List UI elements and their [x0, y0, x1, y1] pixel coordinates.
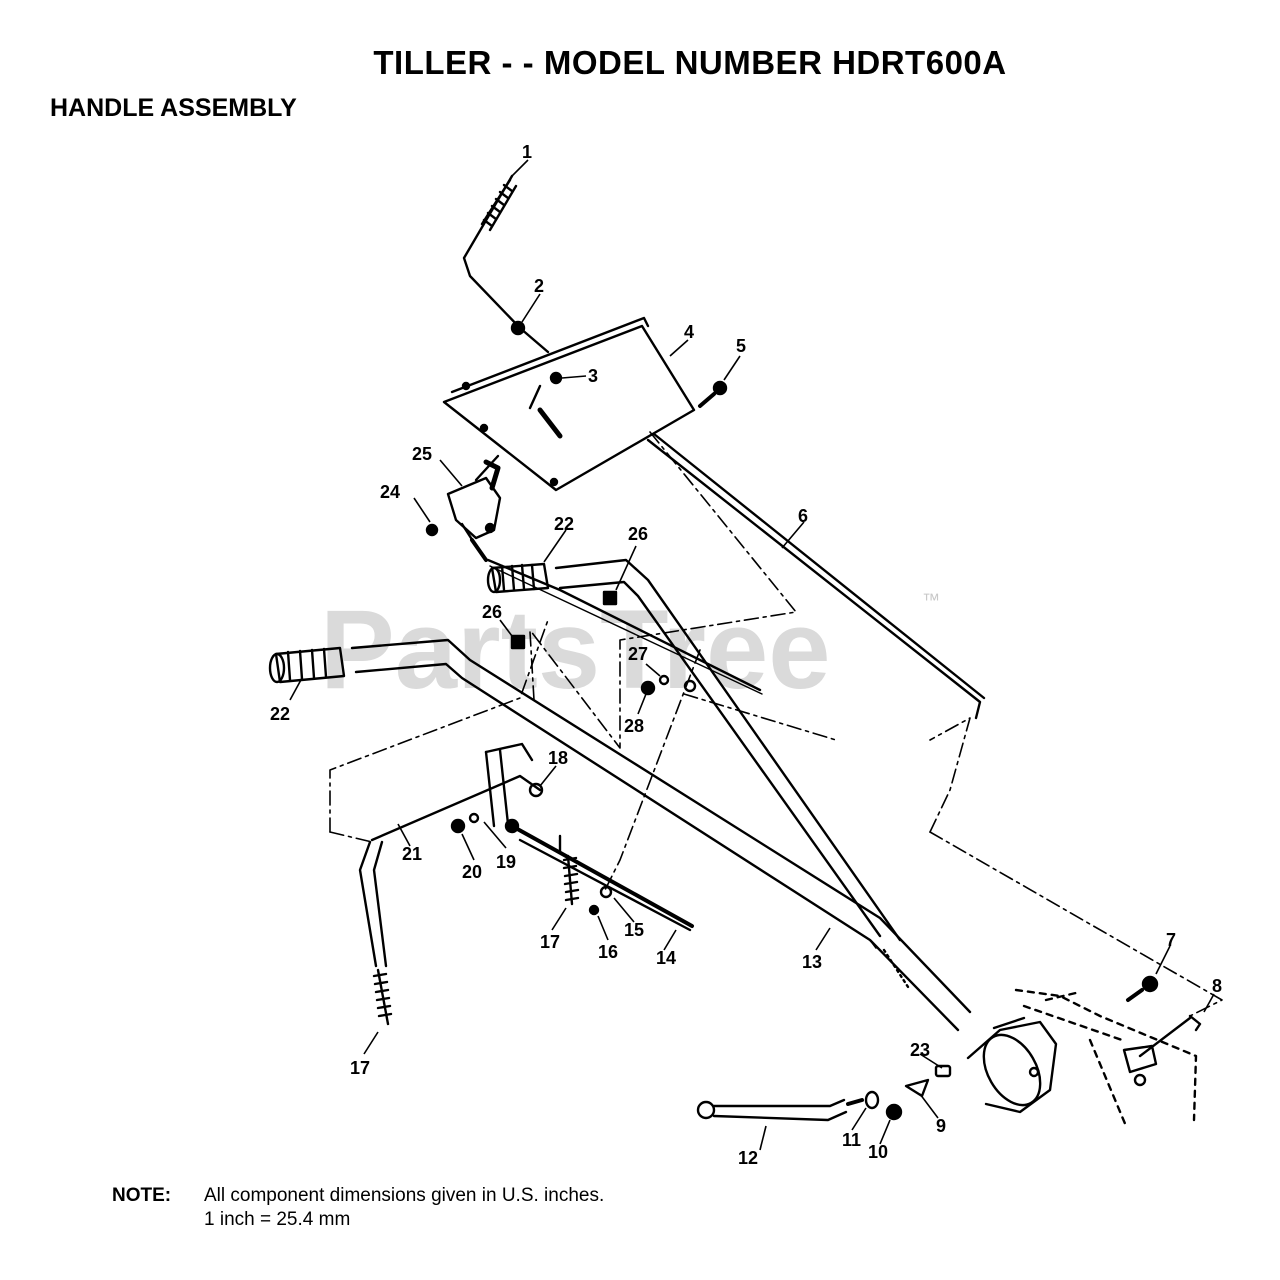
callout-26-upper: 26	[628, 524, 648, 544]
callout-13: 13	[802, 952, 822, 972]
rod-nut	[510, 320, 526, 336]
callout-11: 11	[842, 1130, 861, 1150]
lower-grip	[268, 646, 346, 684]
washer	[658, 674, 697, 693]
handle-bracket	[966, 1016, 1058, 1114]
bracket-pin	[1138, 1014, 1202, 1058]
callout-9: 9	[936, 1116, 946, 1136]
control-panel	[442, 316, 696, 492]
diagram-title: TILLER - - MODEL NUMBER HDRT600A	[373, 44, 1007, 81]
callout-22-lower: 22	[270, 704, 290, 724]
callout-12: 12	[738, 1148, 758, 1168]
callout-2: 2	[534, 276, 544, 296]
callout-18: 18	[548, 748, 568, 768]
clutch-cable	[510, 824, 694, 932]
callout-24: 24	[380, 482, 400, 502]
handle-knob-upper	[602, 590, 618, 606]
panel-bolt	[698, 380, 728, 408]
callout-1: 1	[522, 142, 532, 162]
gearbox-lever	[1122, 1044, 1158, 1087]
lever-nut	[450, 818, 466, 834]
callout-7: 7	[1166, 930, 1176, 950]
callout-19: 19	[496, 852, 516, 872]
handle-knob-lower	[510, 634, 526, 650]
callout-6: 6	[798, 506, 808, 526]
callout-4: 4	[684, 322, 694, 342]
callout-25: 25	[412, 444, 432, 464]
gearbox-mount	[1014, 988, 1198, 1128]
bracket-bolt	[1126, 975, 1159, 1002]
note-line-2: 1 inch = 25.4 mm	[204, 1209, 351, 1230]
shift-plate	[904, 1078, 930, 1098]
watermark-text: PartsTree	[320, 587, 831, 712]
throttle-control	[446, 454, 502, 562]
cable-nut	[588, 904, 600, 916]
handle-bar	[350, 558, 972, 1032]
dimension-note: NOTE: All component dimensions given in U…	[112, 1184, 604, 1232]
plate-clip	[934, 1064, 952, 1078]
callout-20: 20	[462, 862, 482, 882]
lever-locknut	[885, 1103, 903, 1121]
callout-14: 14	[656, 948, 676, 968]
callout-26-lower: 26	[482, 602, 502, 622]
callout-17-lower: 17	[350, 1058, 370, 1078]
callout-17-upper: 17	[540, 932, 560, 952]
upper-grip	[486, 562, 550, 594]
callout-23: 23	[910, 1040, 930, 1060]
callout-28: 28	[624, 716, 644, 736]
throttle-cable	[486, 558, 763, 695]
lever-spring-washer	[846, 1090, 880, 1110]
note-label: NOTE:	[112, 1185, 172, 1206]
nut	[640, 680, 656, 696]
panel-screw	[528, 371, 563, 410]
lever-washer	[468, 812, 480, 824]
callout-27: 27	[628, 644, 648, 664]
shift-rod	[646, 432, 986, 720]
callout-15: 15	[624, 920, 644, 940]
diagram-subtitle: HANDLE ASSEMBLY	[50, 94, 297, 122]
callout-3: 3	[588, 366, 598, 386]
callout-16: 16	[598, 942, 618, 962]
callout-5: 5	[736, 336, 746, 356]
construction-lines	[329, 431, 1223, 1017]
note-line-1: All component dimensions given in U.S. i…	[204, 1185, 605, 1206]
shift-lever	[696, 1098, 848, 1122]
watermark-trademark: ™	[922, 590, 940, 610]
callout-22-upper: 22	[554, 514, 574, 534]
control-rod	[462, 174, 550, 354]
callout-10: 10	[868, 1142, 888, 1162]
throttle-screw	[425, 523, 439, 537]
callout-21: 21	[402, 844, 422, 864]
clutch-spring-lower	[372, 968, 393, 1026]
callout-8: 8	[1212, 976, 1222, 996]
leader-lines	[289, 159, 1215, 1151]
